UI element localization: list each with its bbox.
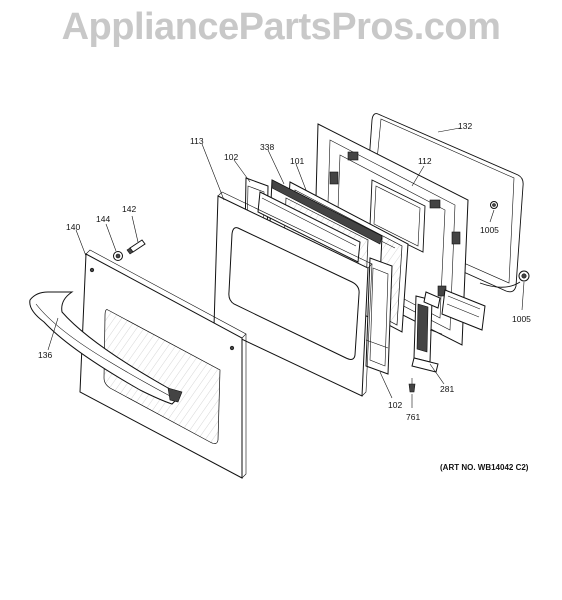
label-144: 144 [96,214,110,224]
label-281: 281 [440,384,454,394]
label-1005-lower: 1005 [512,314,531,324]
screw-1005-upper [490,201,498,209]
label-102-lower: 102 [388,400,402,410]
window-pack-112 [369,179,426,253]
label-101: 101 [290,156,304,166]
label-102-upper: 102 [224,152,238,162]
spacer-144 [113,251,123,261]
screw-142 [126,239,146,255]
label-338: 338 [260,142,274,152]
label-1005-upper: 1005 [480,225,499,235]
art-number: (ART NO. WB14042 C2) [440,463,529,472]
screw-1005-lower [479,270,530,288]
label-113: 113 [190,136,204,146]
watermark-logo: AppliancePartsPros.com [61,6,501,48]
label-142: 142 [122,204,136,214]
leader-lines [47,127,525,408]
hinge-281 [411,291,443,373]
door-frame-113 [213,191,373,397]
label-132: 132 [458,121,472,131]
part-labels: 132 112 113 102 338 101 1005 1005 142 14… [38,121,531,472]
label-761: 761 [406,412,420,422]
label-136: 136 [38,350,52,360]
screw-761 [408,378,416,393]
label-140: 140 [66,222,80,232]
door-handle-136 [29,291,183,405]
outer-door-panel-140 [79,249,247,479]
label-112: 112 [418,156,432,166]
insulation-102-lower [365,257,393,375]
